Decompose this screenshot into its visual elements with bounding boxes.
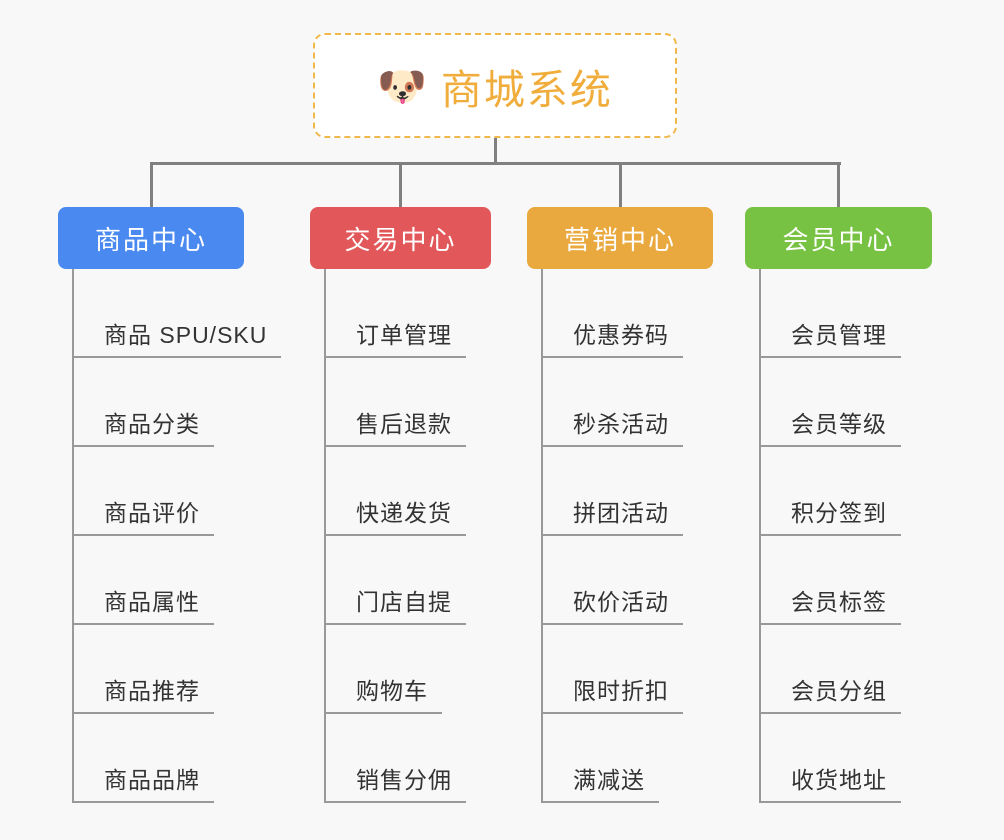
category-header-member-center[interactable]: 会员中心 bbox=[745, 207, 932, 269]
leaf-label: 商品评价 bbox=[72, 494, 214, 536]
leaf-list-member-center: 会员管理会员等级积分签到会员标签会员分组收货地址 bbox=[745, 269, 932, 803]
leaf-item[interactable]: 订单管理 bbox=[310, 269, 491, 358]
leaf-label: 商品 SPU/SKU bbox=[72, 316, 282, 358]
spine-marketing-center bbox=[541, 269, 543, 803]
leaf-label: 优惠券码 bbox=[541, 316, 683, 358]
leaf-label: 会员分组 bbox=[759, 672, 901, 714]
leaf-item[interactable]: 会员分组 bbox=[745, 625, 932, 714]
leaf-item[interactable]: 购物车 bbox=[310, 625, 491, 714]
connector-horizontal-bus bbox=[150, 162, 841, 165]
leaf-label: 订单管理 bbox=[324, 316, 466, 358]
leaf-item[interactable]: 快递发货 bbox=[310, 447, 491, 536]
spine-trade-center bbox=[324, 269, 326, 803]
leaf-list-marketing-center: 优惠券码秒杀活动拼团活动砍价活动限时折扣满减送 bbox=[527, 269, 713, 803]
category-header-marketing-center[interactable]: 营销中心 bbox=[527, 207, 713, 269]
leaf-list-product-center: 商品 SPU/SKU 商品分类商品评价商品属性商品推荐商品品牌 bbox=[58, 269, 282, 803]
leaf-label: 会员等级 bbox=[759, 405, 901, 447]
leaf-item[interactable]: 满减送 bbox=[527, 714, 713, 803]
leaf-item[interactable]: 优惠券码 bbox=[527, 269, 713, 358]
leaf-item[interactable]: 商品分类 bbox=[58, 358, 244, 447]
leaf-list-trade-center: 订单管理售后退款快递发货门店自提购物车销售分佣 bbox=[310, 269, 491, 803]
leaf-item[interactable]: 会员管理 bbox=[745, 269, 932, 358]
leaf-label: 秒杀活动 bbox=[541, 405, 683, 447]
shiba-dog-emoji-icon: 🐶 bbox=[377, 64, 427, 109]
leaf-label: 销售分佣 bbox=[324, 761, 466, 803]
leaf-label: 拼团活动 bbox=[541, 494, 683, 536]
leaf-label: 商品属性 bbox=[72, 583, 214, 625]
leaf-item[interactable]: 商品推荐 bbox=[58, 625, 244, 714]
leaf-item[interactable]: 销售分佣 bbox=[310, 714, 491, 803]
leaf-label: 满减送 bbox=[541, 761, 659, 803]
leaf-item[interactable]: 商品 SPU/SKU bbox=[58, 269, 282, 358]
leaf-label: 限时折扣 bbox=[541, 672, 683, 714]
leaf-label: 积分签到 bbox=[759, 494, 901, 536]
leaf-label: 商品品牌 bbox=[72, 761, 214, 803]
connector-drop-product-center bbox=[149, 162, 153, 207]
column-trade-center: 交易中心订单管理售后退款快递发货门店自提购物车销售分佣 bbox=[310, 207, 491, 803]
leaf-item[interactable]: 门店自提 bbox=[310, 536, 491, 625]
leaf-item[interactable]: 售后退款 bbox=[310, 358, 491, 447]
leaf-item[interactable]: 商品品牌 bbox=[58, 714, 244, 803]
spine-member-center bbox=[759, 269, 761, 803]
leaf-label: 会员管理 bbox=[759, 316, 901, 358]
leaf-item[interactable]: 商品属性 bbox=[58, 536, 244, 625]
leaf-item[interactable]: 积分签到 bbox=[745, 447, 932, 536]
column-member-center: 会员中心会员管理会员等级积分签到会员标签会员分组收货地址 bbox=[745, 207, 932, 803]
category-header-product-center[interactable]: 商品中心 bbox=[58, 207, 244, 269]
connector-drop-member-center bbox=[837, 162, 840, 207]
leaf-label: 商品推荐 bbox=[72, 672, 214, 714]
leaf-item[interactable]: 限时折扣 bbox=[527, 625, 713, 714]
column-marketing-center: 营销中心优惠券码秒杀活动拼团活动砍价活动限时折扣满减送 bbox=[527, 207, 713, 803]
root-title: 商城系统 bbox=[440, 66, 613, 113]
leaf-item[interactable]: 砍价活动 bbox=[527, 536, 713, 625]
leaf-item[interactable]: 商品评价 bbox=[58, 447, 244, 536]
connector-drop-trade-center bbox=[399, 162, 402, 207]
leaf-item[interactable]: 会员标签 bbox=[745, 536, 932, 625]
leaf-item[interactable]: 会员等级 bbox=[745, 358, 932, 447]
leaf-label: 收货地址 bbox=[759, 761, 901, 803]
category-header-trade-center[interactable]: 交易中心 bbox=[310, 207, 491, 269]
leaf-label: 商品分类 bbox=[72, 405, 214, 447]
connector-drop-marketing-center bbox=[618, 162, 622, 207]
spine-product-center bbox=[72, 269, 74, 803]
leaf-item[interactable]: 收货地址 bbox=[745, 714, 932, 803]
connector-root-stem bbox=[494, 138, 497, 164]
leaf-item[interactable]: 拼团活动 bbox=[527, 447, 713, 536]
leaf-label: 砍价活动 bbox=[541, 583, 683, 625]
leaf-label: 售后退款 bbox=[324, 405, 466, 447]
root-node[interactable]: 🐶 商城系统 bbox=[313, 33, 677, 138]
leaf-label: 购物车 bbox=[324, 672, 442, 714]
leaf-label: 会员标签 bbox=[759, 583, 901, 625]
leaf-label: 门店自提 bbox=[324, 583, 466, 625]
leaf-item[interactable]: 秒杀活动 bbox=[527, 358, 713, 447]
leaf-label: 快递发货 bbox=[324, 494, 466, 536]
column-product-center: 商品中心商品 SPU/SKU 商品分类商品评价商品属性商品推荐商品品牌 bbox=[58, 207, 282, 803]
